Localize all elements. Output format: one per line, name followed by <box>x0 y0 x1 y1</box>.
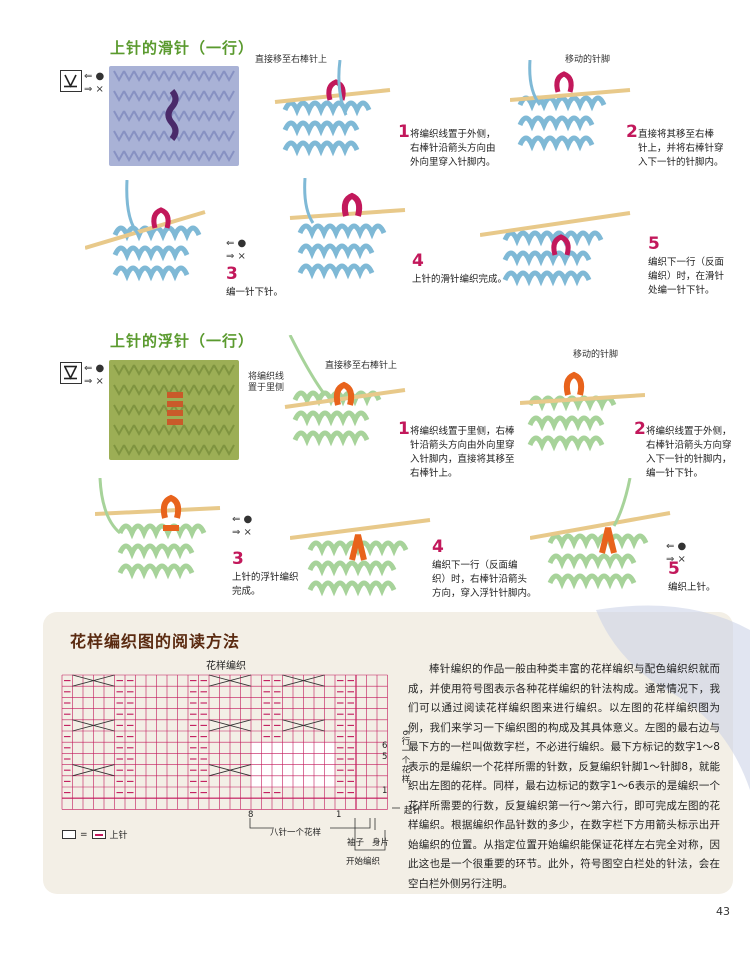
callout-move-right-needle-2: 直接移至右棒针上 <box>325 361 398 371</box>
cable-cross-mark <box>72 764 115 777</box>
float-step4-illustration <box>290 518 431 597</box>
page-number: 43 <box>716 905 730 918</box>
float-step3-arrow-legend: ⇐ ●⇒ × <box>232 514 253 538</box>
legend-equals: = <box>80 829 88 840</box>
cable-cross-mark <box>72 719 115 732</box>
pattern-chart-title: 花样编织 <box>206 661 246 672</box>
repeat-rows-label: 6行一个花样 <box>400 730 410 784</box>
float-step5-illustration <box>530 478 671 590</box>
callout-moved-stitch: 移动的针脚 <box>565 55 611 65</box>
cable-cross-mark <box>282 719 325 732</box>
legend-blank-cell <box>62 830 76 839</box>
chart-annotation-lines <box>249 807 400 851</box>
col-number-1: 1 <box>336 810 342 820</box>
decorative-knit-swatch <box>596 605 750 790</box>
slip-step3-arrow-legend: ⇐ ●⇒ × <box>226 238 247 262</box>
row-number-6: 6 <box>382 741 388 751</box>
cable-cross-mark <box>208 719 252 732</box>
slip-stitch-photo <box>109 66 239 166</box>
cable-cross-mark <box>72 674 115 687</box>
start-knit-label: 开始编织 <box>346 857 381 867</box>
body-label: 身片 <box>372 838 390 848</box>
legend-purl-text: 上针 <box>109 831 128 841</box>
float-step1-illustration <box>284 335 406 447</box>
cable-cross-mark <box>208 764 252 777</box>
callout-yarn-inside: 将编织线 置于里侧 <box>248 372 285 393</box>
sleeve-label: 袖子 <box>347 838 365 848</box>
reading-title: 花样编织图的阅读方法 <box>70 632 241 651</box>
row-number-1: 1 <box>382 786 388 796</box>
section-title-float: 上针的浮针（一行） <box>110 332 255 350</box>
section-title-slip: 上针的滑针（一行） <box>110 39 255 57</box>
slip-step3-illustration <box>85 180 206 282</box>
float-step3-illustration <box>95 478 221 580</box>
legend-purl-cell <box>91 830 106 839</box>
float-stitch-photo <box>109 360 239 460</box>
reading-paragraph: 棒针编织的作品一般由种类丰富的花样编织与配色编织织就而成，并使用符号图表示各种花… <box>408 663 720 890</box>
reading-panel <box>43 612 733 894</box>
arrow-legend: ⇐ ●⇒ × <box>84 71 105 95</box>
start-stitch-label: 起针 <box>404 806 422 816</box>
callout-moved-stitch-2: 移动的针脚 <box>573 350 619 360</box>
float-step5-arrow-legend: ⇐ ●⇒ × <box>666 541 687 565</box>
slip-step4-illustration <box>289 178 406 280</box>
slip-step5-illustration <box>480 211 631 287</box>
float-stitch-symbol-icon <box>60 362 82 384</box>
pattern-chart-grid <box>60 673 405 827</box>
float-step2-illustration <box>520 371 645 452</box>
cable-cross-mark <box>208 674 252 687</box>
chart-legend: = 上针 <box>62 828 128 841</box>
arrow-legend-float: ⇐ ●⇒ × <box>84 363 105 387</box>
col-number-8: 8 <box>248 810 254 820</box>
slip-stitch-symbol-icon <box>60 70 82 92</box>
callout-move-right-needle: 直接移至右棒针上 <box>255 55 328 65</box>
repeat-stitches-label: 八针一个花样 <box>270 828 322 838</box>
row-number-5: 5 <box>382 752 388 762</box>
cable-cross-mark <box>282 674 325 687</box>
slip-step2-illustration <box>510 60 631 152</box>
slip-step1-illustration <box>274 60 391 157</box>
